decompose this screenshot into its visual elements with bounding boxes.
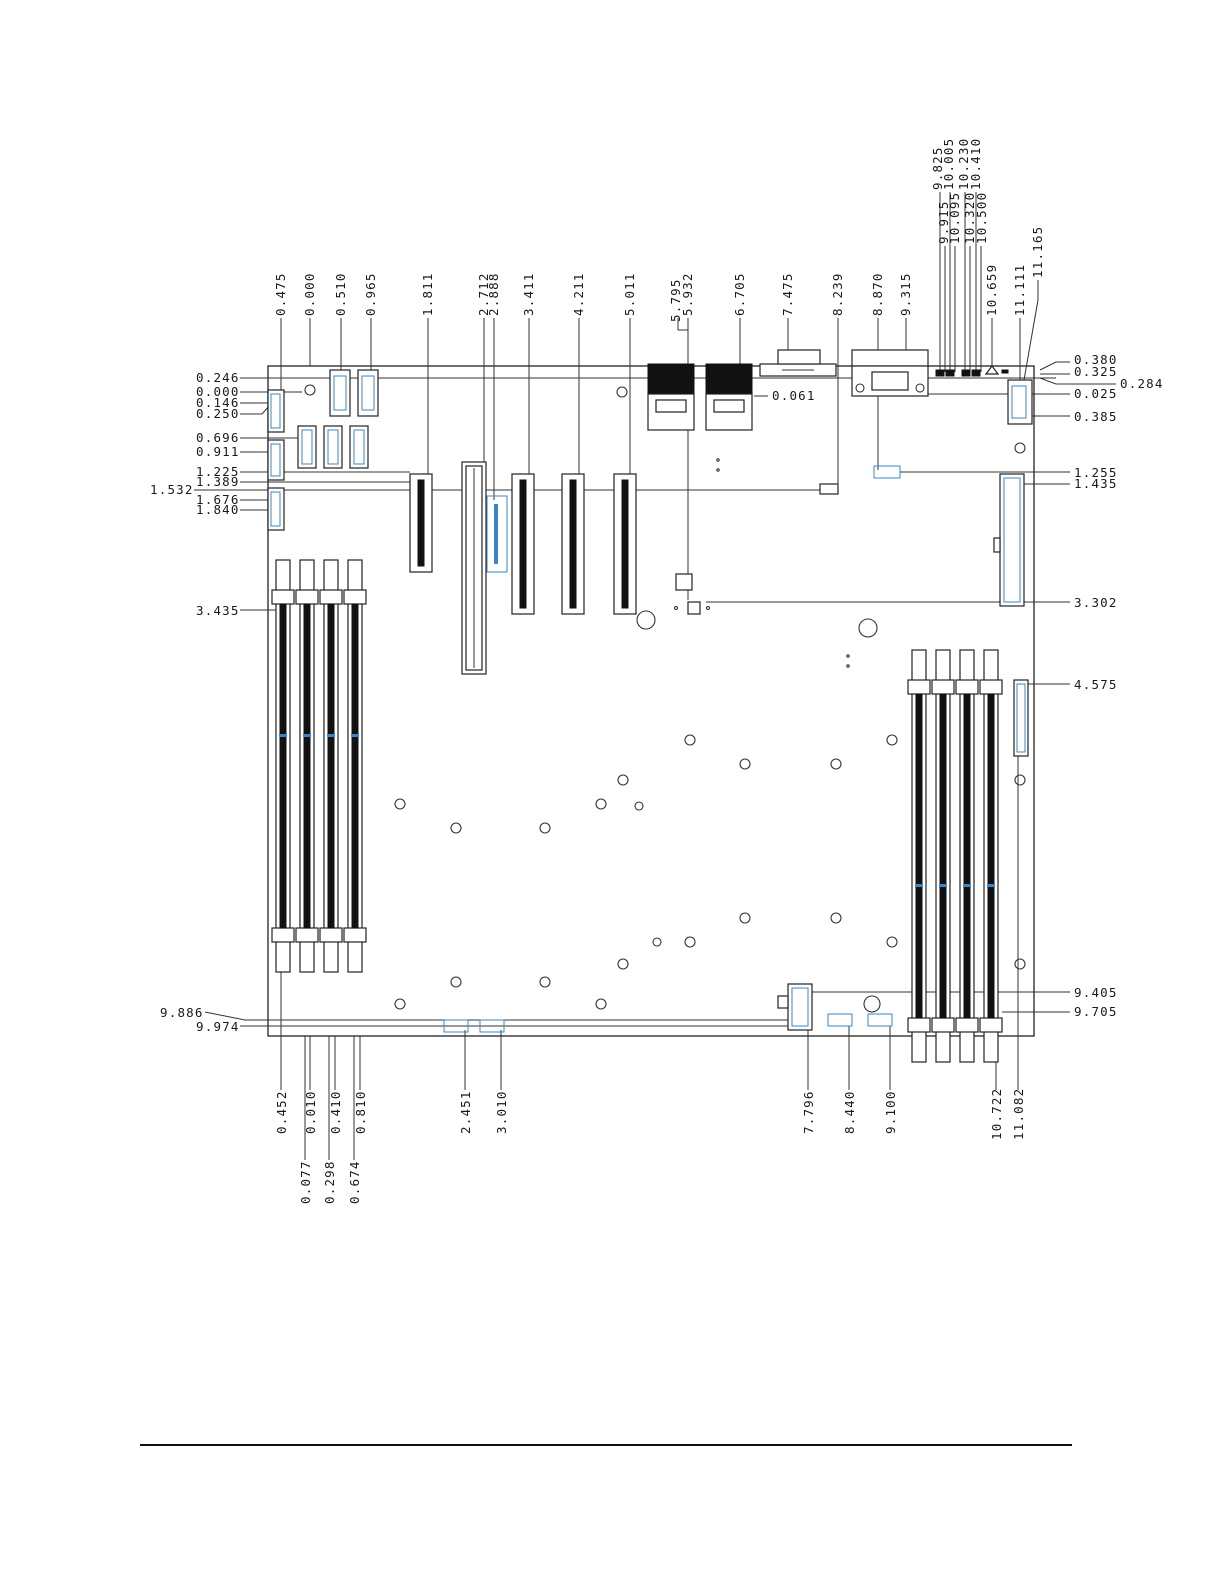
dim-label: 10.410 [968,138,983,190]
dim-label: 1.840 [196,502,240,517]
dim-label: 0.061 [772,388,816,403]
dim-label: 0.410 [328,1090,343,1134]
dim-label: 0.452 [274,1090,289,1134]
dim-label: 10.095 [947,192,962,244]
dim-label: 2.451 [458,1090,473,1134]
dim-label: 0.380 [1074,352,1118,367]
dim-label: 0.674 [347,1160,362,1204]
dim-label: 1.811 [420,272,435,316]
dim-label: 0.000 [302,272,317,316]
bottom-dimension-labels: 0.452 0.010 0.410 0.810 2.451 3.010 7.79… [274,1088,1026,1204]
dim-label: 5.011 [622,272,637,316]
dim-label: 5.932 [680,272,695,316]
dim-label: 0.696 [196,430,240,445]
dim-label: 1.676 [196,492,240,507]
dim-label: 0.385 [1074,409,1118,424]
dim-label: 9.315 [898,272,913,316]
dim-label: 0.146 [196,395,240,410]
dim-label: 8.239 [830,272,845,316]
dim-label: 0.510 [333,272,348,316]
dim-label: 11.082 [1011,1088,1026,1140]
dim-label: 5.795 [668,278,683,322]
dim-label: 3.411 [521,272,536,316]
dim-label: 0.246 [196,370,240,385]
dim-label: 7.796 [801,1090,816,1134]
dim-label: 1.389 [196,474,240,489]
dim-label: 0.025 [1074,386,1118,401]
dim-label: 0.911 [196,444,240,459]
dim-label: 4.211 [571,272,586,316]
dim-label: 0.325 [1074,364,1118,379]
dim-label: 1.435 [1074,476,1118,491]
dim-label: 0.475 [273,272,288,316]
left-dimm-slots [271,559,367,973]
dim-label: 9.405 [1074,985,1118,1000]
dim-label: 0.250 [196,406,240,421]
dim-label: 0.965 [363,272,378,316]
dim-label: 0.077 [298,1160,313,1204]
dim-label: 3.435 [196,603,240,618]
dim-label: 0.810 [353,1090,368,1134]
dim-label: 0.284 [1120,376,1164,391]
dim-label: 9.100 [883,1090,898,1134]
dim-label: 8.870 [870,272,885,316]
dim-label: 9.974 [196,1019,240,1034]
dim-label: 10.500 [974,192,989,244]
dim-label: 6.705 [732,272,747,316]
dim-label: 0.010 [303,1090,318,1134]
dim-label: 1.532 [150,482,194,497]
right-dimension-labels: 0.380 0.325 0.284 0.025 0.385 1.255 1.43… [1074,352,1164,1019]
dim-label: 10.722 [989,1088,1004,1140]
components [267,349,1033,1063]
dim-label: 3.302 [1074,595,1118,610]
right-dimm-slots [907,649,1003,1063]
dim-label: 10.005 [941,138,956,190]
dim-label: 1.255 [1074,465,1118,480]
left-dimension-labels: 0.246 0.000 0.146 0.250 0.696 0.911 1.22… [150,370,240,1034]
dim-label: 9.705 [1074,1004,1118,1019]
dim-label: 3.010 [494,1090,509,1134]
dim-label: 9.825 [930,146,945,190]
top-dimension-labels: 0.475 0.000 0.510 0.965 1.811 2.712 2.88… [273,138,1045,322]
dim-label: 2.888 [486,272,501,316]
dim-label: 11.165 [1030,226,1045,278]
dim-label: 2.712 [476,272,491,316]
dim-label: 11.111 [1012,264,1027,316]
dim-label: 10.320 [962,192,977,244]
dim-label: 7.475 [780,272,795,316]
dim-label: 0.298 [322,1160,337,1204]
dim-label: 10.230 [956,138,971,190]
dim-label: 9.915 [936,200,951,244]
dim-label: 10.659 [984,264,999,316]
dim-label: 9.886 [160,1005,204,1020]
dim-label: 4.575 [1074,677,1118,692]
dim-label: 8.440 [842,1090,857,1134]
dim-label: 1.225 [196,464,240,479]
dim-label: 0.000 [196,384,240,399]
